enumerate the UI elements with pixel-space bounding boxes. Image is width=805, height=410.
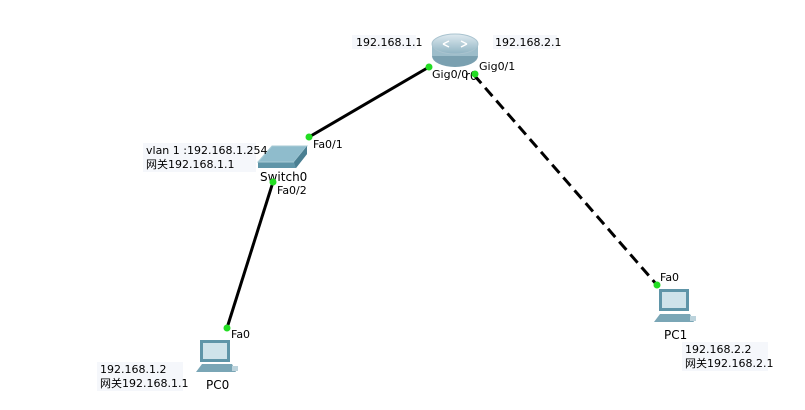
switch-switch0[interactable] xyxy=(256,145,309,168)
pc1-port: Fa0 xyxy=(660,271,679,284)
port-status-icon xyxy=(653,281,661,289)
port-fa0-1: Fa0/1 xyxy=(313,138,343,151)
pc1-ip: 192.168.2.2 xyxy=(685,343,751,356)
link-switch-pc0[interactable] xyxy=(225,181,275,329)
pc1-name: PC1 xyxy=(664,328,687,342)
switch-vlan-note: vlan 1 :192.168.1.254 xyxy=(146,144,267,157)
port-gig0-1: Gig0/1 xyxy=(479,60,515,73)
pc-pc1[interactable] xyxy=(654,289,696,322)
router-r0[interactable] xyxy=(431,33,479,67)
pc-pc0[interactable] xyxy=(196,340,238,372)
port-status-icon xyxy=(305,133,313,141)
switch-name: Switch0 xyxy=(260,170,307,184)
router-ip-left: 192.168.1.1 xyxy=(356,36,422,49)
pc0-port: Fa0 xyxy=(231,328,250,341)
link-router-pc1[interactable] xyxy=(472,74,659,286)
pc0-ip: 192.168.1.2 xyxy=(100,363,166,376)
link-router-switch[interactable] xyxy=(308,65,430,139)
router-ip-right: 192.168.2.1 xyxy=(495,36,561,49)
port-status-icon xyxy=(223,324,231,332)
switch-gateway-note: 网关192.168.1.1 xyxy=(146,157,234,171)
pc1-gateway: 网关192.168.2.1 xyxy=(685,356,773,370)
port-status-icon xyxy=(425,63,433,71)
port-fa0-2: Fa0/2 xyxy=(277,184,307,197)
pc0-name: PC0 xyxy=(206,378,229,392)
port-status-icon xyxy=(269,178,277,186)
port-gig0-0: Gig0/0 xyxy=(432,68,468,81)
port-status-icon xyxy=(471,70,479,78)
pc0-gateway: 网关192.168.1.1 xyxy=(100,376,188,390)
